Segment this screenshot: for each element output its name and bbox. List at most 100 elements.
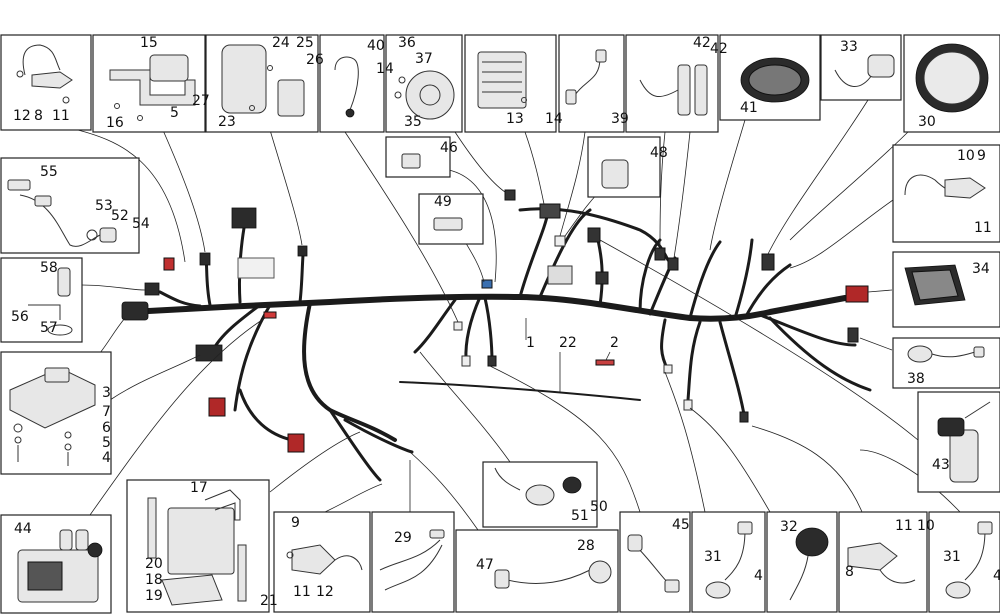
part-box-switch-32 <box>766 511 838 613</box>
connector-a <box>144 282 160 296</box>
connector-49-icon <box>433 217 463 231</box>
callout-c32: 32 <box>780 519 798 535</box>
callout-c50: 50 <box>590 499 608 515</box>
sensor-31b-icon <box>945 581 971 599</box>
connector-e <box>539 203 561 219</box>
switch-50-icon <box>562 476 582 494</box>
callout-c51: 51 <box>571 508 589 524</box>
connector-n <box>739 411 749 423</box>
callout-c15: 15 <box>140 35 158 51</box>
connector-white-c <box>453 321 463 331</box>
callout-c4b: 4 <box>754 568 763 584</box>
sensor-58-icon <box>57 267 71 297</box>
callout-c47: 47 <box>476 557 494 573</box>
callout-c42a: 42 <box>693 35 711 51</box>
callout-c11c: 11 <box>293 584 311 600</box>
connector-l <box>847 327 859 343</box>
callout-c58: 58 <box>40 260 58 276</box>
callout-c43: 43 <box>932 457 950 473</box>
connector-red-e <box>845 285 869 303</box>
callout-c11b: 11 <box>974 220 992 236</box>
connector-white-b <box>554 235 566 247</box>
callout-c34: 34 <box>972 261 990 277</box>
callout-c10a: 10 <box>957 148 975 164</box>
part-illustrations <box>7 43 993 606</box>
leader-lines <box>69 99 961 531</box>
callout-c8a: 8 <box>34 108 43 124</box>
connector-white-f <box>683 399 693 411</box>
callout-c13: 13 <box>506 111 524 127</box>
callout-c49: 49 <box>434 194 452 210</box>
callout-c24: 24 <box>272 35 290 51</box>
callout-c33: 33 <box>840 39 858 55</box>
callout-c31a: 31 <box>704 549 722 565</box>
part-box-sensor-39 <box>558 34 625 133</box>
plug-47-icon <box>494 569 510 589</box>
callout-c9a: 9 <box>977 148 986 164</box>
callout-c14b: 14 <box>545 111 563 127</box>
strip-21-icon <box>237 544 247 602</box>
jumper-wire-2 <box>595 359 615 366</box>
sensor-48-icon <box>601 159 629 189</box>
callout-c29: 29 <box>394 530 412 546</box>
callout-c17: 17 <box>190 480 208 496</box>
callout-c22: 22 <box>559 335 577 351</box>
switch-42b-icon <box>694 64 708 116</box>
callout-c30: 30 <box>918 114 936 130</box>
callout-c5b: 5 <box>102 435 111 451</box>
connector-g <box>587 227 601 243</box>
callout-c16: 16 <box>106 115 124 131</box>
connector-red-c <box>287 433 305 453</box>
connector-red-d <box>263 311 277 319</box>
callout-c25: 25 <box>296 35 314 51</box>
connector-k <box>761 253 775 271</box>
callout-c21: 21 <box>260 593 278 609</box>
part-box-sensor-45 <box>619 511 691 613</box>
callout-c9b: 9 <box>291 515 300 531</box>
part-box-sensor-31a <box>691 511 766 613</box>
fuse-icon <box>277 79 305 117</box>
switch-33-icon <box>867 54 895 78</box>
callout-c4a: 4 <box>102 450 111 466</box>
callout-c3: 3 <box>102 385 111 401</box>
connector-m <box>487 355 497 367</box>
fuel-pump-43-icon <box>949 429 979 483</box>
callout-c12a: 12 <box>13 108 31 124</box>
callout-c41: 41 <box>740 100 758 116</box>
connector-white-e <box>663 364 673 374</box>
callout-c20: 20 <box>145 556 163 572</box>
callout-c28: 28 <box>577 538 595 554</box>
callout-c10b: 10 <box>917 518 935 534</box>
callout-c2: 2 <box>610 335 619 351</box>
indicator-lamp-icon <box>31 71 73 89</box>
callout-c23: 23 <box>218 114 236 130</box>
callout-c31b: 31 <box>943 549 961 565</box>
callout-c48: 48 <box>650 145 668 161</box>
callout-c45: 45 <box>672 517 690 533</box>
indicator-9-icon <box>291 544 336 575</box>
callout-c46: 46 <box>440 140 458 156</box>
harness-label-tag <box>237 257 275 279</box>
callout-c54: 54 <box>132 216 150 232</box>
callout-c39: 39 <box>611 111 629 127</box>
callout-c5a: 5 <box>170 105 179 121</box>
pad-19-icon <box>161 574 223 606</box>
callout-c42b: 42 <box>710 41 728 57</box>
connector-white-d <box>461 355 471 367</box>
connector-i <box>654 247 666 261</box>
callout-c6: 6 <box>102 420 111 436</box>
connector-b <box>199 252 211 266</box>
connector-j <box>667 257 679 271</box>
callout-c4c: 4 <box>993 568 1000 584</box>
part-boxes <box>0 34 1000 614</box>
part-box-cable-29 <box>371 511 455 613</box>
sensor-45-icon <box>627 534 643 552</box>
strip-20-icon <box>147 497 157 559</box>
callout-c14a: 14 <box>376 61 394 77</box>
mounting-plate-icon <box>221 44 267 114</box>
cable-29-icon <box>429 529 445 539</box>
connector-f <box>504 189 516 201</box>
callout-c52: 52 <box>111 208 129 224</box>
bracket-icon <box>109 69 196 106</box>
